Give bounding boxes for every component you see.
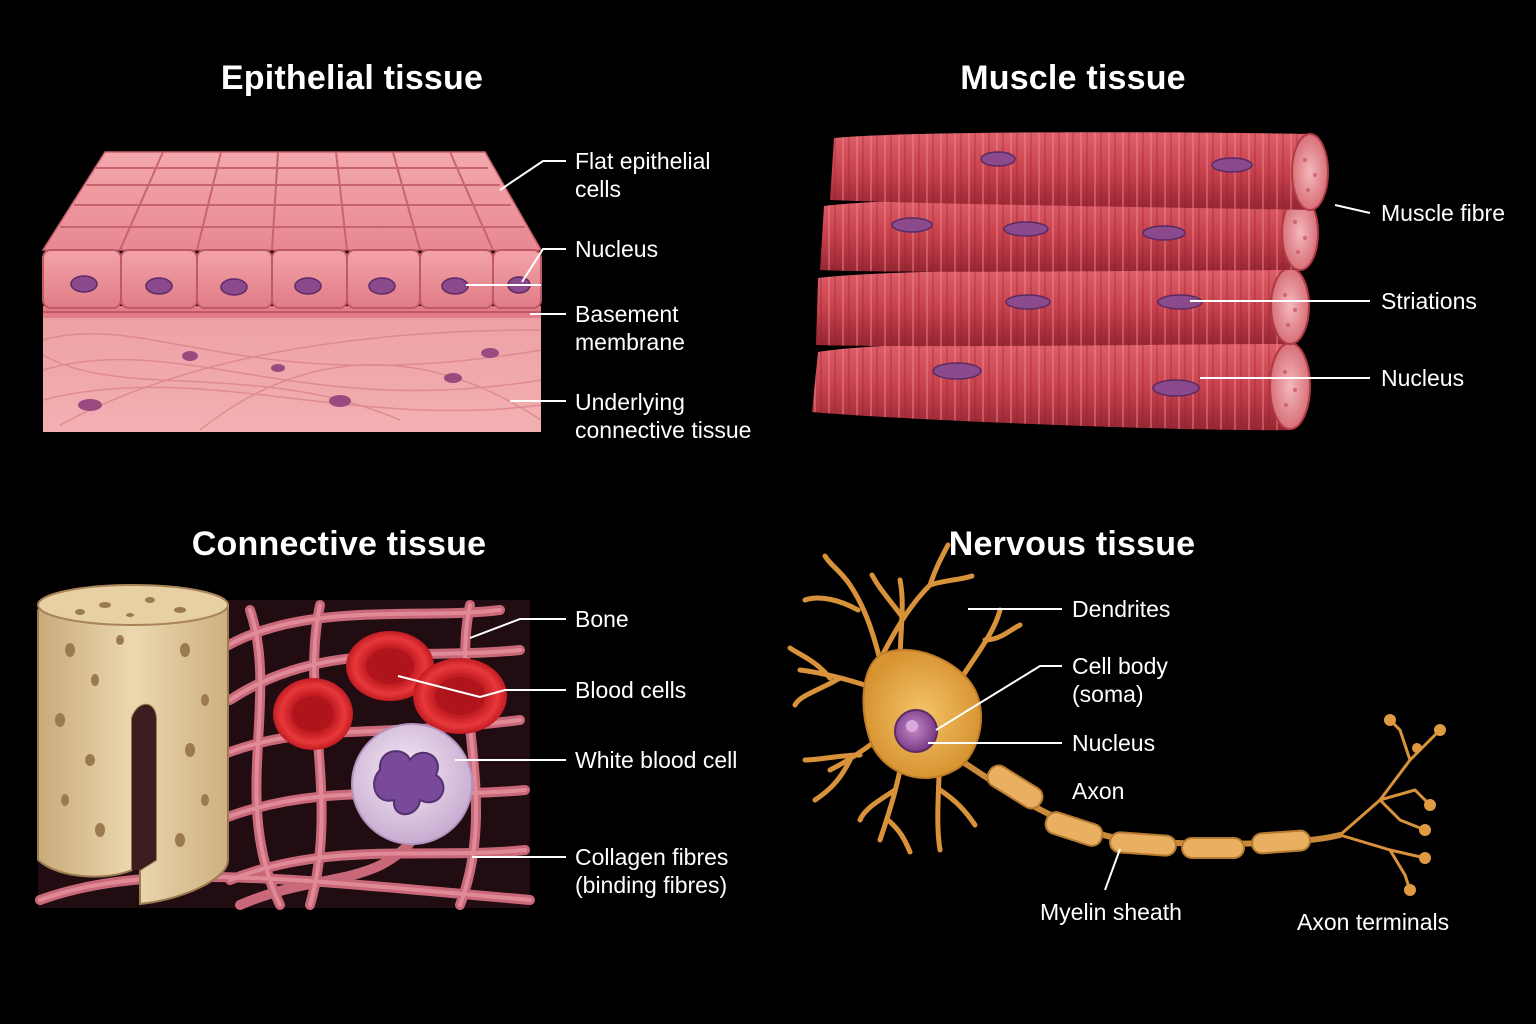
- label-flat-epithelial-cells: Flat epithelial cells: [575, 148, 711, 202]
- connective-leaders: [397, 618, 566, 858]
- label-muscle-fibre: Muscle fibre: [1381, 200, 1505, 226]
- label-muscle-nucleus: Nucleus: [1381, 365, 1465, 391]
- label-underlying-connective: Underlying connective tissue: [575, 389, 752, 443]
- epithelial-illustration: [41, 151, 543, 432]
- label-striations: Striations: [1381, 288, 1477, 314]
- nervous-leaders: [928, 608, 1121, 891]
- label-myelin-sheath: Myelin sheath: [1040, 899, 1182, 925]
- label-axon: Axon: [1072, 778, 1125, 804]
- label-neuron-nucleus: Nucleus: [1072, 730, 1156, 756]
- connective-title: Connective tissue: [191, 525, 487, 563]
- red-blood-cells: [273, 631, 507, 750]
- label-blood-cells: Blood cells: [575, 677, 687, 703]
- epithelial-title: Epithelial tissue: [220, 59, 484, 97]
- label-dendrites: Dendrites: [1072, 596, 1171, 622]
- label-collagen-fibres: Collagen fibres (binding fibres): [575, 844, 729, 898]
- epithelial-leaders: [466, 160, 566, 402]
- label-cell-body: Cell body (soma): [1072, 653, 1168, 707]
- white-blood-cell: [351, 723, 473, 845]
- neuron-illustration: [787, 542, 1446, 896]
- label-bone: Bone: [575, 606, 629, 632]
- label-white-blood-cell: White blood cell: [575, 747, 738, 773]
- label-axon-terminals: Axon terminals: [1297, 909, 1450, 935]
- muscle-illustration: [812, 132, 1329, 431]
- bone-shape: [37, 584, 229, 906]
- nervous-title: Nervous tissue: [948, 525, 1196, 563]
- muscle-leaders: [1190, 204, 1371, 379]
- muscle-title: Muscle tissue: [960, 59, 1186, 97]
- label-basement-membrane: Basement membrane: [575, 301, 685, 355]
- connective-illustration: [35, 584, 535, 910]
- label-epithelial-nucleus: Nucleus: [575, 236, 659, 262]
